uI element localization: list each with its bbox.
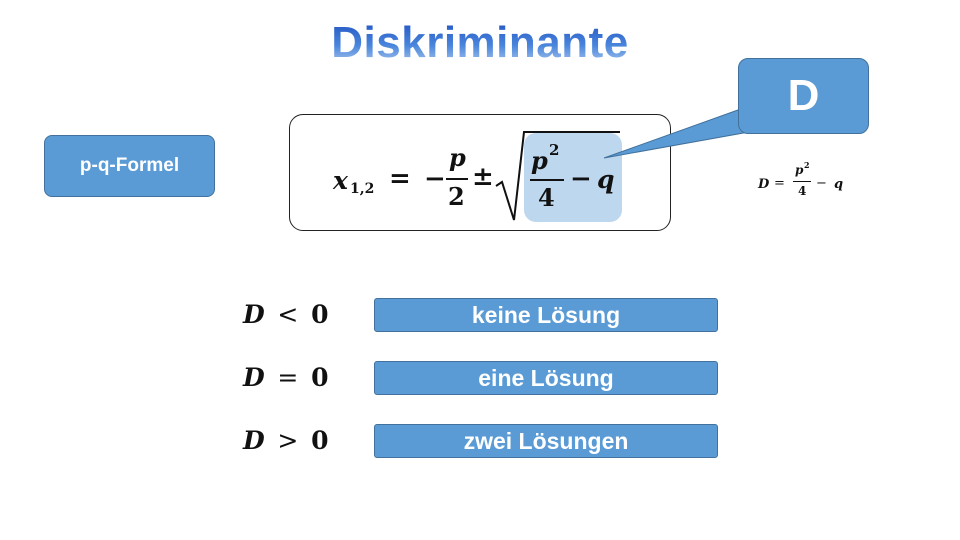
discriminant-highlight <box>524 133 622 222</box>
condition-less-than-zero: D < 0 <box>243 300 328 329</box>
condition-op: = <box>277 363 299 392</box>
small-formula-4: 4 <box>798 184 807 198</box>
radicand-minus: − <box>570 164 592 194</box>
radicand-q: q <box>597 165 615 194</box>
condition-val: 0 <box>311 363 329 392</box>
condition-op: > <box>277 426 299 455</box>
condition-var: D <box>243 426 265 455</box>
condition-var: D <box>243 300 265 329</box>
small-formula-d: D <box>758 177 770 192</box>
condition-greater-than-zero: D > 0 <box>243 426 328 455</box>
fraction-2-denominator: 2 <box>448 182 465 211</box>
condition-op: < <box>277 300 299 329</box>
fraction-p-numerator: p <box>449 143 466 172</box>
minus-sign: − <box>424 164 446 194</box>
fraction-bar <box>446 178 468 180</box>
radicand-p: p <box>531 146 548 175</box>
small-formula-exp: 2 <box>804 160 810 170</box>
small-formula-p: p <box>795 163 804 177</box>
x-subscript: 1,2 <box>350 181 375 197</box>
radicand-fraction-bar <box>530 179 564 181</box>
result-zwei-loesungen: zwei Lösungen <box>374 424 718 458</box>
small-formula-equals: = <box>774 176 785 191</box>
equals-sign: = <box>389 164 411 194</box>
x-variable: x <box>333 166 348 195</box>
condition-val: 0 <box>311 426 329 455</box>
small-formula-q: q <box>834 177 844 192</box>
radicand-exponent: 2 <box>549 141 560 159</box>
discriminant-callout: D <box>738 58 869 134</box>
sqrt-icon <box>495 131 620 221</box>
condition-equals-zero: D = 0 <box>243 363 328 392</box>
pq-formel-label: p-q-Formel <box>44 135 215 197</box>
page-title: Diskriminante <box>0 18 960 68</box>
condition-val: 0 <box>311 300 329 329</box>
plus-minus-sign: ± <box>472 162 494 192</box>
radicand-4: 4 <box>538 183 555 212</box>
condition-var: D <box>243 363 265 392</box>
result-eine-loesung: eine Lösung <box>374 361 718 395</box>
small-formula-bar <box>793 181 811 182</box>
result-keine-loesung: keine Lösung <box>374 298 718 332</box>
small-formula-minus: − <box>816 176 827 191</box>
